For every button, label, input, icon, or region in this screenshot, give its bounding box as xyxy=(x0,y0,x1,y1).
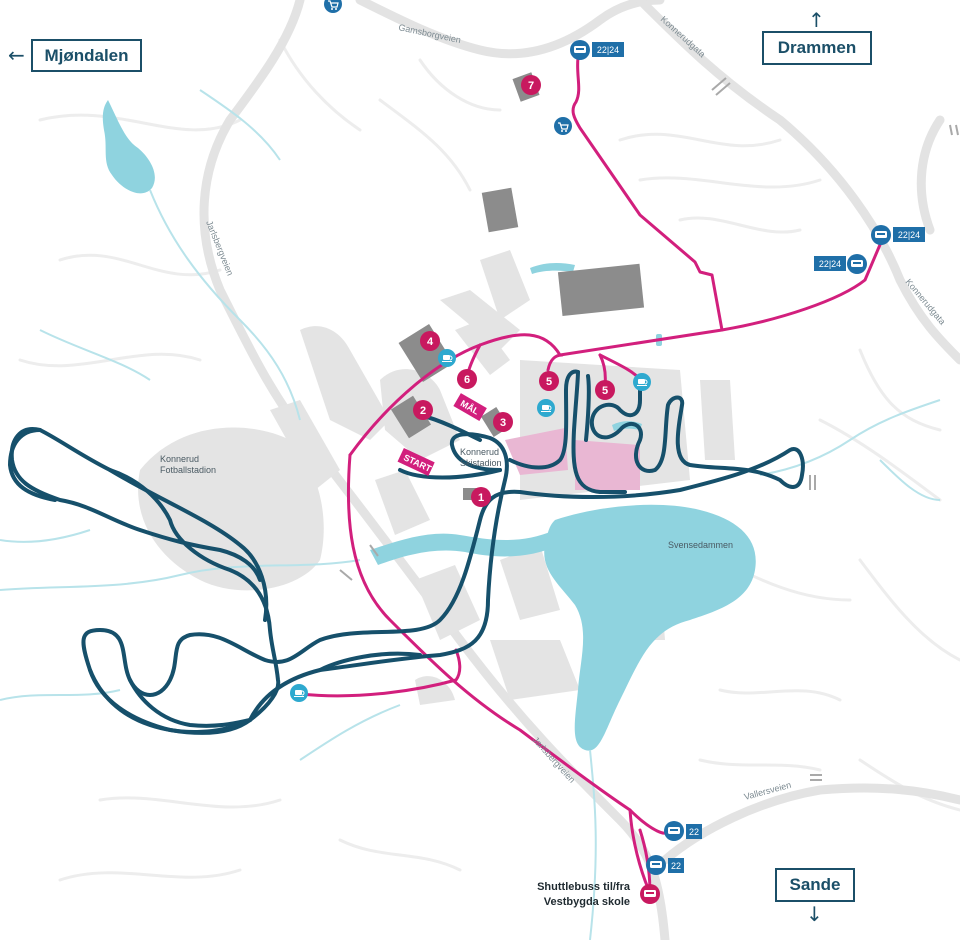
streams xyxy=(0,89,941,940)
ski-track xyxy=(8,369,805,735)
marker-6[interactable]: 6 xyxy=(457,369,477,389)
svg-text:22|24: 22|24 xyxy=(819,259,841,269)
bus-icon xyxy=(847,254,867,274)
svg-text:5: 5 xyxy=(602,385,608,397)
shuttle-label: Shuttlebuss til/fra Vestbygda skole xyxy=(500,880,630,910)
bus-icon xyxy=(646,855,666,875)
bus-icon xyxy=(664,821,684,841)
coffee-cup-icon[interactable] xyxy=(438,349,456,367)
svg-text:22: 22 xyxy=(689,827,699,837)
arrow-up-icon: ↑ xyxy=(808,8,825,32)
road-label-konnerudgata-top: Konnerudgata xyxy=(659,14,708,59)
bus-stop-top[interactable]: 22|24 xyxy=(570,40,624,60)
coffee-cup-icon[interactable] xyxy=(290,684,308,702)
road-crossings xyxy=(339,77,959,781)
bus-icon xyxy=(871,225,891,245)
place-label-skistadion-2: Skistadion xyxy=(460,458,502,468)
bus-stop-right-lower[interactable]: 22|24 xyxy=(814,254,867,274)
place-label-fotballstadion-2: Fotballstadion xyxy=(160,465,216,475)
minor-roads xyxy=(18,38,960,882)
svg-text:22|24: 22|24 xyxy=(597,45,619,55)
road-label-jarlsbergveien-bottom: Jarlsbergveien xyxy=(531,735,578,785)
place-label-fotballstadion-1: Konnerud xyxy=(160,454,199,464)
marker-5b[interactable]: 5 xyxy=(595,380,615,400)
pond-northwest xyxy=(102,100,155,194)
coffee-cup-icon[interactable] xyxy=(537,399,555,417)
svg-text:1: 1 xyxy=(478,492,484,504)
bus-stop-bottom-lower[interactable]: 22 xyxy=(646,855,684,875)
finish-tag: MÅL xyxy=(453,393,487,422)
svg-text:7: 7 xyxy=(528,80,534,92)
svensedammen-lake xyxy=(544,504,756,751)
svg-text:22: 22 xyxy=(671,861,681,871)
cafe-icons[interactable] xyxy=(290,349,651,702)
bus-icon xyxy=(570,40,590,60)
shopping-cart-icon[interactable] xyxy=(554,117,572,135)
shuttle-label-line1: Shuttlebuss til/fra xyxy=(537,881,630,893)
arrow-left-icon: ← xyxy=(8,43,25,67)
svg-text:5: 5 xyxy=(546,376,552,388)
water xyxy=(102,100,756,751)
svg-text:6: 6 xyxy=(464,374,470,386)
bus-stop-bottom-upper[interactable]: 22 xyxy=(664,821,702,841)
place-label-skistadion-1: Konnerud xyxy=(460,447,499,457)
shopping-cart-icon[interactable] xyxy=(324,0,342,13)
destination-drammen: Drammen xyxy=(762,31,872,65)
bus-stop-right-upper[interactable]: 22|24 xyxy=(871,225,925,245)
road-label-gamsborgveien: Gamsborgveien xyxy=(398,22,462,45)
shuttle-bus-icon[interactable] xyxy=(640,884,660,904)
marker-3[interactable]: 3 xyxy=(493,412,513,432)
shuttle-label-line2: Vestbygda skole xyxy=(543,896,630,908)
marker-2[interactable]: 2 xyxy=(413,400,433,420)
marker-1[interactable]: 1 xyxy=(471,487,491,507)
shop-icons[interactable] xyxy=(324,0,572,135)
river xyxy=(370,530,560,565)
svg-text:2: 2 xyxy=(420,405,426,417)
arrow-down-icon: ↓ xyxy=(806,902,823,926)
destination-mjondalen: Mjøndalen xyxy=(31,39,142,72)
svg-text:22|24: 22|24 xyxy=(898,230,920,240)
svg-text:3: 3 xyxy=(500,417,506,429)
marker-4[interactable]: 4 xyxy=(420,331,440,351)
svg-text:4: 4 xyxy=(427,336,434,348)
marker-5a[interactable]: 5 xyxy=(539,371,559,391)
numbered-markers[interactable]: 1 2 3 4 5 5 6 7 xyxy=(413,75,615,507)
place-label-svensedammen: Svensedammen xyxy=(668,540,733,550)
bus-stops[interactable]: 22|24 22|24 22|24 22 22 xyxy=(570,40,925,904)
destination-sande: Sande xyxy=(775,868,855,902)
marker-7[interactable]: 7 xyxy=(521,75,541,95)
coffee-cup-icon[interactable] xyxy=(633,373,651,391)
